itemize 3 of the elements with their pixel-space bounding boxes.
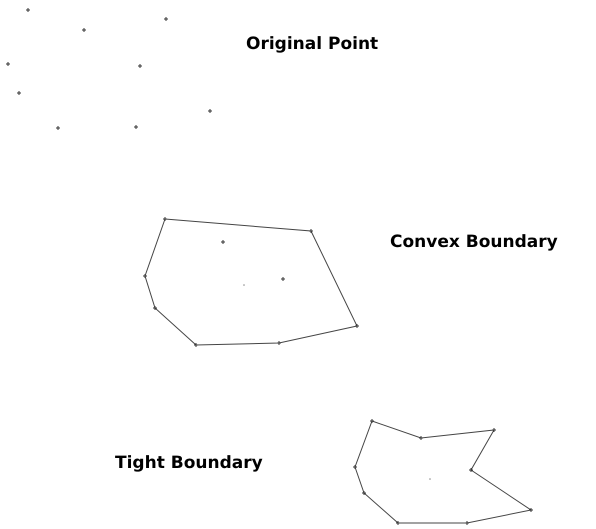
drawing-title: Original Point [246, 34, 378, 54]
drawing-title: Convex Boundary [390, 232, 558, 252]
drawing-title: Tight Boundary [115, 453, 263, 473]
